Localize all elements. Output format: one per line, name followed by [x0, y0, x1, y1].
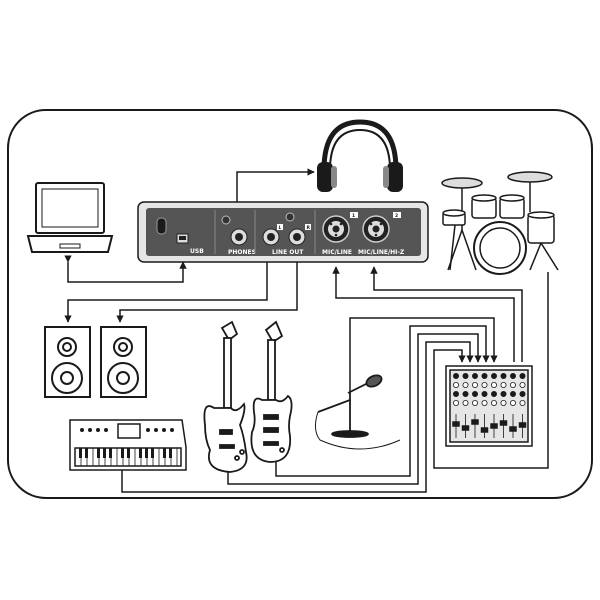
bass-guitar-icon — [203, 320, 248, 473]
mixer-knob — [509, 381, 516, 388]
keyboard-cable — [121, 341, 474, 493]
mixer-to-input-2 — [370, 266, 523, 362]
diagram-frame — [7, 109, 593, 499]
headphones-icon — [317, 119, 403, 192]
mixer-knob — [481, 372, 488, 379]
line-out-right-marker: R — [307, 225, 311, 231]
mixer-knob — [500, 372, 507, 379]
mixer-knob — [471, 390, 478, 397]
input-2-marker: 2 — [395, 213, 398, 219]
mixer-fader-cap — [471, 419, 479, 425]
mixer-knob — [452, 372, 459, 379]
mixer-knob — [509, 372, 516, 379]
mixer-knob — [462, 390, 469, 397]
mixer-fader-cap — [480, 427, 489, 433]
laptop-icon — [26, 182, 114, 253]
mixer-fader-cap — [452, 421, 460, 427]
usb-port-label: USB — [190, 248, 204, 255]
mixer-knob — [500, 399, 507, 406]
mic-line-hiz-label: MIC/LINE/HI-Z — [358, 249, 405, 256]
mixer-knob — [500, 381, 507, 388]
drum-cable — [433, 272, 549, 469]
mic-line-label: MIC/LINE — [322, 249, 352, 256]
guitar-cable — [275, 325, 490, 477]
mixer-knob — [471, 399, 478, 406]
studio-monitor-icon — [44, 326, 147, 398]
line-out-jacks: L R LINE OUT — [262, 212, 311, 256]
mixer-knob — [490, 372, 497, 379]
mixer-knob — [481, 399, 488, 406]
mixer-knob — [452, 399, 459, 406]
keyboard-synth-icon — [69, 419, 187, 471]
mixer-knob — [490, 390, 497, 397]
mixer-fader-cap — [499, 420, 508, 426]
mixer-knob — [519, 381, 526, 388]
audio-interface-icon: USB PHONES L R LINE OUT — [137, 201, 429, 263]
phones-jack: PHONES — [221, 215, 256, 256]
mixer-knob — [490, 399, 497, 406]
line-out-left-cable — [64, 262, 268, 323]
mixer-knob — [452, 390, 459, 397]
mixer-knob — [519, 399, 526, 406]
mic-line-combo-1: 1 MIC/LINE — [322, 212, 358, 256]
mixer-knob — [509, 399, 516, 406]
phones-jack-label: PHONES — [228, 249, 256, 256]
mixer-knob — [471, 381, 478, 388]
mic-cable — [349, 317, 498, 393]
mixer-icon — [445, 365, 533, 447]
phones-cable — [236, 168, 315, 202]
mixer-to-input-1 — [332, 266, 515, 362]
mixer-fader-cap — [509, 426, 517, 432]
drum-kit-icon — [441, 171, 559, 275]
mixer-knob — [519, 372, 526, 379]
mixer-knob — [500, 390, 507, 397]
input-1-marker: 1 — [352, 213, 355, 219]
mixer-fader-cap — [461, 425, 470, 431]
electric-guitar-icon — [250, 320, 293, 463]
mixer-knob — [490, 381, 497, 388]
mixer-knob — [462, 399, 469, 406]
line-out-right-cable — [116, 262, 298, 323]
mixer-fader-cap — [518, 422, 527, 428]
mixer-knob — [481, 390, 488, 397]
mixer-knob — [462, 381, 469, 388]
line-out-label: LINE OUT — [272, 249, 304, 256]
line-out-left-marker: L — [279, 225, 282, 231]
mixer-knob — [481, 381, 488, 388]
mixer-knob — [519, 390, 526, 397]
mixer-knob — [509, 390, 516, 397]
connection-lines — [64, 168, 549, 493]
mixer-knob — [452, 381, 459, 388]
mixer-fader-cap — [490, 423, 498, 429]
microphone-icon — [314, 374, 401, 450]
mic-line-hiz-combo-2: 2 MIC/LINE/HI-Z — [358, 212, 405, 256]
mixer-knob — [462, 372, 469, 379]
bass-cable — [227, 333, 482, 485]
usb-cable — [64, 255, 187, 283]
mixer-knob — [471, 372, 478, 379]
usb-port: USB — [176, 233, 204, 255]
